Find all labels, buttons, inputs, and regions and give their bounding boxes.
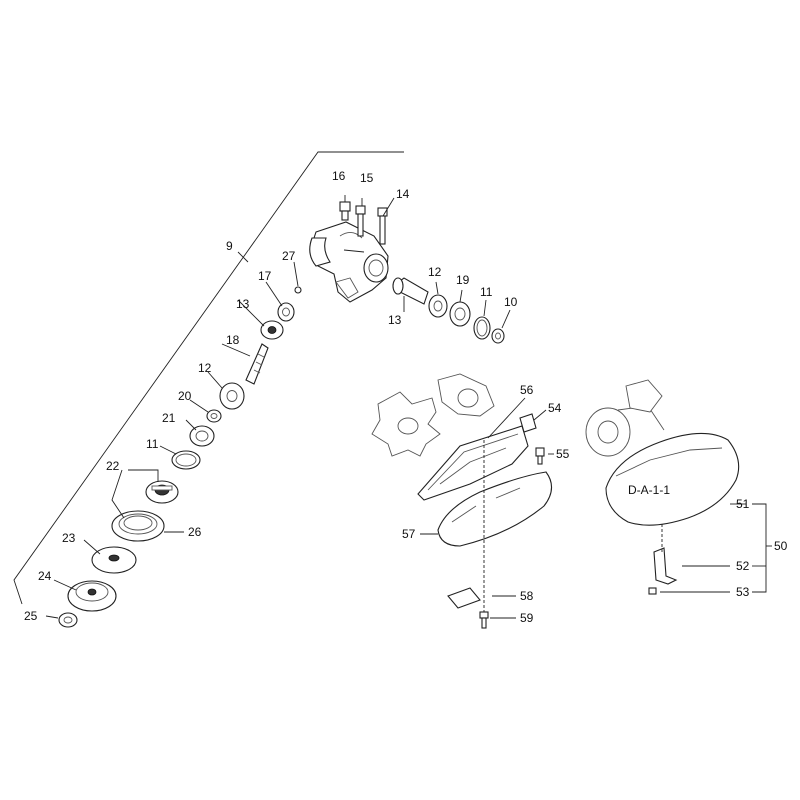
ring-11-left — [171, 450, 201, 470]
gear-shaft-13 — [392, 277, 429, 312]
callout-22: 22 — [106, 459, 120, 473]
callout-27: 27 — [282, 249, 296, 263]
ball-27 — [294, 286, 302, 294]
bolt-16 — [339, 195, 351, 221]
gear-housing — [309, 221, 389, 303]
callout-26: 26 — [188, 525, 202, 539]
bearing-12-right — [428, 294, 448, 318]
callout-17: 17 — [258, 269, 272, 283]
shaft-18 — [245, 343, 269, 385]
callout-12-right: 12 — [428, 265, 442, 279]
plate-23 — [91, 546, 137, 574]
callout-labels: 9 16 15 14 27 17 13 18 12 20 21 11 22 26… — [24, 169, 788, 625]
callout-54: 54 — [548, 401, 562, 415]
cover-26 — [111, 510, 165, 542]
callout-15: 15 — [360, 171, 374, 185]
callout-59: 59 — [520, 611, 534, 625]
guard-57 — [437, 471, 553, 547]
plate-58 — [447, 587, 481, 609]
callout-9: 9 — [226, 239, 233, 253]
callout-13-left: 13 — [236, 297, 250, 311]
gear-13-left — [260, 320, 284, 340]
ring-11-right — [473, 316, 491, 340]
bearing-19 — [449, 301, 471, 327]
blade-outline-left — [371, 391, 441, 457]
callout-20: 20 — [178, 389, 192, 403]
callout-12-left: 12 — [198, 361, 212, 375]
callout-50: 50 — [774, 539, 788, 553]
guard-text: D-A-1-1 — [628, 483, 670, 497]
callout-13-right: 13 — [388, 313, 402, 327]
callout-51: 51 — [736, 497, 750, 511]
callout-21: 21 — [162, 411, 176, 425]
callout-57: 57 — [402, 527, 416, 541]
callout-19: 19 — [456, 273, 470, 287]
bracket-52 — [653, 547, 678, 585]
callout-23: 23 — [62, 531, 76, 545]
callout-53: 53 — [736, 585, 750, 599]
bolt-15 — [355, 198, 366, 237]
holder-24 — [67, 580, 117, 612]
callout-18: 18 — [226, 333, 240, 347]
leader-lines — [45, 251, 772, 619]
bolt-55 — [535, 447, 545, 465]
bearing-17 — [277, 302, 295, 322]
callout-16: 16 — [332, 169, 346, 183]
screw-53 — [648, 587, 657, 595]
callout-25: 25 — [24, 609, 38, 623]
guard-51: D-A-1-1 — [605, 432, 740, 526]
callout-56: 56 — [520, 383, 534, 397]
nut-25 — [58, 612, 78, 628]
bolt-14 — [377, 197, 395, 245]
bearing-21 — [189, 425, 215, 447]
guard-56 — [417, 425, 529, 501]
bracket-54 — [519, 413, 537, 433]
gear-head-right — [625, 379, 663, 413]
group-9-bracket — [13, 151, 404, 605]
gear-head-mid — [437, 373, 495, 417]
bearing-12-left — [219, 382, 245, 410]
callout-58: 58 — [520, 589, 534, 603]
callout-11-left: 11 — [146, 437, 159, 451]
callout-52: 52 — [736, 559, 750, 573]
callout-14: 14 — [396, 187, 410, 201]
callout-11-right: 11 — [480, 285, 493, 299]
callout-24: 24 — [38, 569, 52, 583]
callout-10: 10 — [504, 295, 518, 309]
washer-20 — [206, 409, 222, 423]
nut-10 — [491, 328, 505, 344]
callout-55: 55 — [556, 447, 570, 461]
bolt-59 — [479, 611, 489, 629]
collar-22 — [145, 480, 179, 504]
